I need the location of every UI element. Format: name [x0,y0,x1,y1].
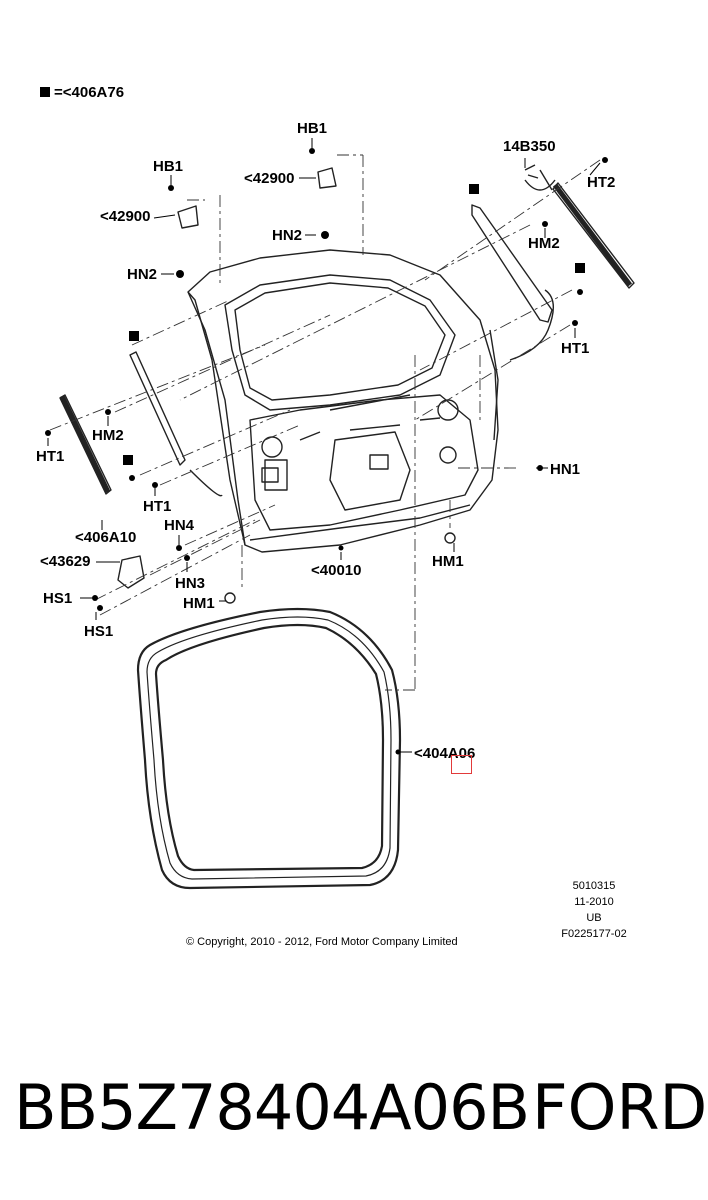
label-404a06: <404A06 [414,745,476,762]
label-42900-left: <42900 [100,208,151,225]
label-hb1-top: HB1 [297,120,328,137]
label-40010: <40010 [311,562,362,579]
label-hm2-left: HM2 [92,427,124,444]
label-ht1-left: HT1 [36,448,65,465]
meta-line-2: 11-2010 [574,896,614,908]
part-number: BB5Z78404A06B [14,1071,530,1144]
liftgate-exploded-diagram [45,138,635,890]
label-hn4: HN4 [164,517,195,534]
label-hs1-a: HS1 [43,590,73,607]
label-14b350: 14B350 [503,138,556,155]
label-hn2-left: HN2 [127,266,158,283]
label-hs1-b: HS1 [84,623,114,640]
label-ht1-mid: HT1 [143,498,172,515]
legend-square-icon [40,87,50,97]
label-hn3: HN3 [175,575,206,592]
label-hm2-right: HM2 [528,235,560,252]
meta-line-4: F0225177-02 [561,928,627,940]
legend-text: =<406A76 [54,84,125,101]
brand-name: FORD [532,1071,708,1144]
label-hm1-right: HM1 [432,553,464,570]
label-406a10: <406A10 [75,529,137,546]
label-43629: <43629 [40,553,91,570]
meta-line-1: 5010315 [572,880,616,892]
highlight-box [451,755,472,774]
meta-line-3: UB [586,912,602,924]
label-ht2: HT2 [587,174,616,191]
label-hn1: HN1 [550,461,581,478]
marker-square-icon [129,331,139,341]
label-hn2-top: HN2 [272,227,303,244]
label-ht1-right: HT1 [561,340,590,357]
copyright-text: © Copyright, 2010 - 2012, Ford Motor Com… [186,936,458,948]
marker-square-icon [469,184,479,194]
marker-square-icon [575,263,585,273]
label-42900-top: <42900 [244,170,295,187]
label-hm1-left: HM1 [183,595,215,612]
marker-square-icon [123,455,133,465]
label-hb1-left: HB1 [153,158,184,175]
